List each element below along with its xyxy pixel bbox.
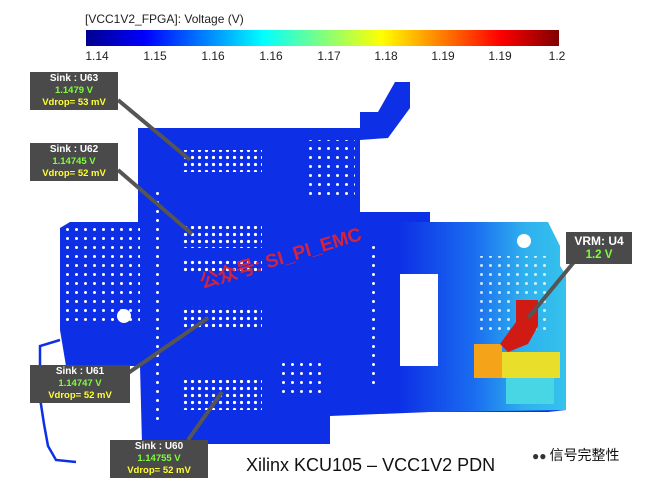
legend-tick-7: 1.19 (488, 49, 512, 63)
vrm-copper-red (500, 300, 538, 352)
sink-vdrop: Vdrop= 53 mV (42, 97, 106, 108)
mount-hole-left (117, 309, 131, 323)
sense-trace (38, 338, 77, 464)
sink-voltage: 1.14745 V (52, 156, 96, 167)
sink-vdrop: Vdrop= 52 mV (48, 390, 112, 401)
legend-tick-3: 1.16 (259, 49, 283, 63)
legend-title: [VCC1V2_FPGA]: Voltage (V) (85, 12, 244, 26)
vrm-via-field (478, 256, 550, 336)
sink-label-u62: Sink : U62 1.14745 V Vdrop= 52 mV (30, 143, 118, 181)
via-field-mid (182, 258, 262, 272)
sink-vdrop: Vdrop= 52 mV (42, 168, 106, 179)
sink-title: Sink : U60 (134, 441, 184, 452)
vrm-title: VRM: U4 (574, 234, 624, 248)
sink-title: Sink : U62 (49, 144, 99, 155)
vrm-pad-orange (474, 344, 502, 378)
via-field-u62 (182, 226, 262, 248)
sink-voltage: 1.14747 V (58, 378, 102, 389)
sink-vdrop: Vdrop= 52 mV (127, 465, 191, 476)
vrm-label-u4: VRM: U4 1.2 V (566, 232, 632, 264)
via-field-left (62, 228, 140, 326)
sink-title: Sink : U61 (55, 366, 105, 377)
sink-label-u63: Sink : U63 1.1479 V Vdrop= 53 mV (30, 72, 118, 110)
via-column-a (150, 186, 159, 426)
via-field-u63 (182, 150, 262, 172)
vrm-pad-cyan (506, 378, 554, 404)
via-column-right (305, 140, 355, 200)
legend-tick-2: 1.16 (201, 49, 225, 63)
via-column-b (370, 240, 379, 390)
brand-text: 信号完整性 (549, 447, 620, 463)
legend-tick-0: 1.14 (85, 49, 109, 63)
sink-label-u60: Sink : U60 1.14755 V Vdrop= 52 mV (110, 440, 208, 478)
leader-lines (116, 98, 576, 442)
brand: ●●信号完整性 (532, 445, 620, 465)
legend-tick-1: 1.15 (143, 49, 167, 63)
vrm-pad-yellow (502, 352, 560, 378)
sink-voltage: 1.1479 V (54, 85, 94, 96)
color-scale-bar (86, 30, 559, 46)
legend-tick-4: 1.17 (317, 49, 341, 63)
legend-tick-6: 1.19 (431, 49, 455, 63)
vrm-voltage: 1.2 V (585, 249, 613, 261)
via-field-center (276, 360, 324, 396)
legend-tick-8: 1.2 (548, 49, 566, 63)
mount-hole (517, 234, 531, 248)
cutout-slot (400, 274, 438, 366)
wechat-logo-icon: ●● (532, 449, 547, 463)
diagram-title: Xilinx KCU105 – VCC1V2 PDN (246, 455, 496, 475)
sink-label-u61: Sink : U61 1.14747 V Vdrop= 52 mV (30, 365, 130, 403)
sink-voltage: 1.14755 V (137, 453, 181, 464)
legend-tick-5: 1.18 (374, 49, 398, 63)
sink-title: Sink : U63 (49, 73, 99, 84)
